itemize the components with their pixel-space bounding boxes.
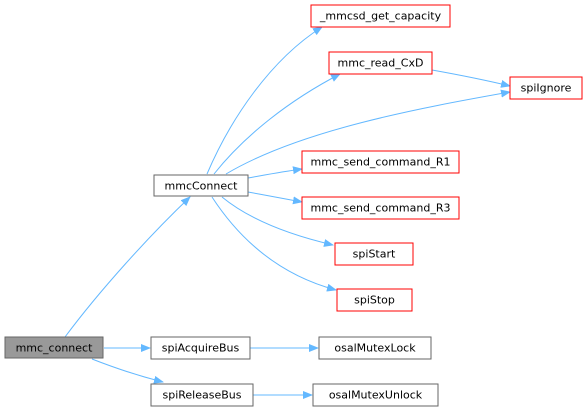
node-mmc_read_CxD[interactable]: mmc_read_CxD	[328, 51, 433, 75]
node-label-osalMutexLock: osalMutexLock	[334, 342, 416, 355]
edges-group	[64, 26, 511, 399]
node-label-spiAcquireBus: spiAcquireBus	[162, 342, 240, 355]
node-label-mmc_send_command_R1: mmc_send_command_R1	[311, 156, 451, 169]
edge-mmcConnect-to-mmc_read_CxD	[213, 73, 341, 175]
node-label-osalMutexUnlock: osalMutexUnlock	[329, 389, 423, 402]
node-osalMutexUnlock[interactable]: osalMutexUnlock	[312, 383, 439, 407]
edge-mmcConnect-to-mmc_send_command_R1	[247, 166, 303, 179]
node-mmc_connect[interactable]: mmc_connect	[4, 336, 104, 359]
node-mmc_send_command_R1[interactable]: mmc_send_command_R1	[301, 150, 460, 174]
node-label-spiStart: spiStart	[353, 248, 396, 261]
node-spiStart[interactable]: spiStart	[334, 242, 414, 266]
node-spiAcquireBus[interactable]: spiAcquireBus	[150, 336, 251, 360]
edge-mmc_connect-to-mmcConnect	[64, 196, 191, 338]
node-osalMutexLock[interactable]: osalMutexLock	[318, 336, 432, 360]
node-label-spiStop: spiStop	[354, 294, 395, 307]
edge-mmc_read_CxD-to-spiIgnore	[431, 69, 511, 88]
node-label-_mmcsd_get_capacity: _mmcsd_get_capacity	[319, 10, 442, 23]
edge-mmcConnect-to-spiIgnore	[225, 89, 511, 175]
node-spiReleaseBus[interactable]: spiReleaseBus	[150, 383, 254, 407]
edge-mmcConnect-to-_mmcsd_get_capacity	[206, 26, 323, 175]
node-spiStop[interactable]: spiStop	[336, 288, 413, 312]
edge-mmcConnect-to-spiStart	[221, 196, 334, 247]
node-_mmcsd_get_capacity[interactable]: _mmcsd_get_capacity	[310, 4, 451, 28]
node-label-mmc_send_command_R3: mmc_send_command_R3	[311, 202, 451, 215]
node-label-mmcConnect: mmcConnect	[165, 180, 239, 193]
node-spiIgnore[interactable]: spiIgnore	[509, 76, 583, 100]
edge-mmc_connect-to-spiReleaseBus	[91, 358, 164, 384]
node-label-mmc_connect: mmc_connect	[16, 342, 94, 355]
nodes-group: mmc_connect mmcConnect _mmcsd_get_capaci…	[4, 4, 583, 407]
node-label-mmc_read_CxD: mmc_read_CxD	[338, 57, 424, 70]
node-mmcConnect[interactable]: mmcConnect	[153, 174, 249, 197]
node-label-spiReleaseBus: spiReleaseBus	[163, 389, 242, 402]
edge-mmcConnect-to-mmc_send_command_R3	[247, 191, 303, 205]
node-label-spiIgnore: spiIgnore	[521, 82, 572, 95]
node-mmc_send_command_R3[interactable]: mmc_send_command_R3	[301, 196, 460, 220]
edge-mmcConnect-to-spiStop	[211, 196, 337, 292]
